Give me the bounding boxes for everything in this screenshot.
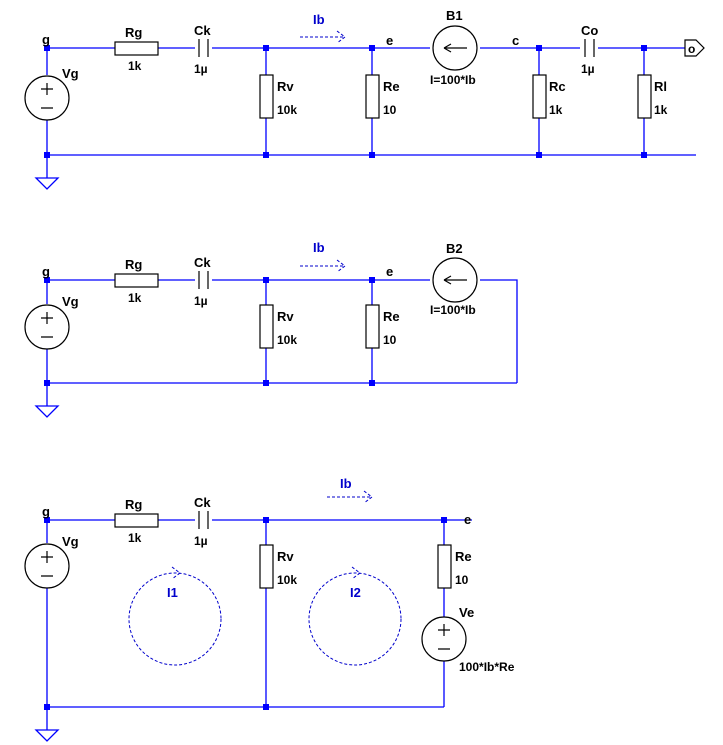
bottom-circuit: g Vg Rg 1k Ck 1µ Rv 10k Ib e Re 10 Ve 10…	[24, 476, 515, 742]
mid-value-rg: 1k	[128, 291, 142, 305]
middle-circuit: g Vg Rg 1k Ck 1µ Rv 10k Ib e Re 10 B2 I=…	[24, 240, 518, 418]
bot-label-i2: I2	[350, 585, 361, 600]
top-net-c: c	[512, 33, 519, 48]
top-value-re: 10	[383, 103, 397, 117]
bot-junction-dots	[44, 517, 447, 710]
top-current-source-b1	[432, 25, 478, 71]
bot-mesh-loop-i1	[128, 566, 222, 666]
mid-net-g: g	[42, 264, 50, 279]
bot-voltage-source-ve	[421, 616, 467, 662]
mid-resistor-rv	[259, 304, 274, 349]
mid-label-ib: Ib	[313, 240, 325, 255]
bot-ib-arrow	[327, 490, 373, 504]
top-junction-dots	[44, 45, 647, 158]
top-output-terminal	[684, 39, 705, 57]
top-resistor-rc	[532, 74, 547, 119]
bot-resistor-rg	[114, 513, 159, 528]
bot-label-vg: Vg	[62, 534, 79, 549]
mid-junction-dots	[44, 277, 375, 386]
top-value-rc: 1k	[549, 103, 563, 117]
bot-value-re: 10	[455, 573, 469, 587]
bot-value-rg: 1k	[128, 531, 142, 545]
top-label-ib: Ib	[313, 12, 325, 27]
top-resistor-re	[365, 74, 380, 119]
top-label-re: Re	[383, 79, 400, 94]
top-value-rv: 10k	[277, 103, 297, 117]
top-voltage-source-vg	[24, 75, 70, 121]
bot-value-rv: 10k	[277, 573, 297, 587]
bot-resistor-rv	[259, 544, 274, 589]
bot-label-ve: Ve	[459, 605, 474, 620]
top-label-rc: Rc	[549, 79, 566, 94]
mid-label-rg: Rg	[125, 257, 142, 272]
bot-resistor-re	[437, 544, 452, 589]
top-circuit: g Vg Rg 1k Ck 1µ Rv 10k Ib e Re 10 B1 I=…	[24, 8, 705, 190]
mid-expr-b2: I=100*Ib	[430, 303, 476, 317]
top-label-rv: Rv	[277, 79, 294, 94]
top-label-vg: Vg	[62, 66, 79, 81]
top-label-ck: Ck	[194, 23, 211, 38]
top-value-rl: 1k	[654, 103, 668, 117]
mid-wire-top	[47, 279, 518, 383]
mid-value-rv: 10k	[277, 333, 297, 347]
bot-net-e: e	[464, 512, 471, 527]
top-net-e: e	[386, 33, 393, 48]
bot-label-re: Re	[455, 549, 472, 564]
bot-expr-ve: 100*Ib*Re	[459, 660, 515, 674]
top-expr-b1: I=100*Ib	[430, 73, 476, 87]
bot-voltage-source-vg	[24, 543, 70, 589]
mid-label-vg: Vg	[62, 294, 79, 309]
top-value-co: 1µ	[581, 62, 595, 76]
mid-value-re: 10	[383, 333, 397, 347]
bot-label-ib: Ib	[340, 476, 352, 491]
bot-label-rv: Rv	[277, 549, 294, 564]
top-resistor-rv	[259, 74, 274, 119]
mid-current-source-b2	[432, 257, 478, 303]
top-value-rg: 1k	[128, 59, 142, 73]
bot-capacitor-ck	[198, 511, 209, 529]
mid-label-ck: Ck	[194, 255, 211, 270]
mid-ground-symbol	[34, 405, 60, 418]
mid-ib-arrow	[300, 259, 346, 273]
top-capacitor-co	[584, 39, 595, 57]
top-ib-arrow	[300, 30, 346, 44]
top-resistor-rg	[114, 41, 159, 56]
mid-label-rv: Rv	[277, 309, 294, 324]
bot-ground-symbol	[34, 729, 60, 742]
top-label-b1: B1	[446, 8, 463, 23]
top-label-rl: Rl	[654, 79, 667, 94]
bot-value-ck: 1µ	[194, 534, 208, 548]
top-resistor-rl	[637, 74, 652, 119]
mid-value-ck: 1µ	[194, 294, 208, 308]
bot-label-rg: Rg	[125, 497, 142, 512]
mid-voltage-source-vg	[24, 304, 70, 350]
mid-label-re: Re	[383, 309, 400, 324]
top-label-rg: Rg	[125, 25, 142, 40]
mid-net-e: e	[386, 264, 393, 279]
mid-resistor-rg	[114, 273, 159, 288]
top-label-co: Co	[581, 23, 598, 38]
top-output-label: o	[688, 42, 695, 56]
mid-resistor-re	[365, 304, 380, 349]
bot-mesh-loop-i2	[308, 566, 402, 666]
top-capacitor-ck	[198, 39, 209, 57]
top-net-g: g	[42, 32, 50, 47]
bot-label-i1: I1	[167, 585, 178, 600]
mid-capacitor-ck	[198, 271, 209, 289]
top-value-ck: 1µ	[194, 62, 208, 76]
top-ground-symbol	[34, 177, 60, 190]
bot-net-g: g	[42, 504, 50, 519]
mid-label-b2: B2	[446, 241, 463, 256]
bot-label-ck: Ck	[194, 495, 211, 510]
